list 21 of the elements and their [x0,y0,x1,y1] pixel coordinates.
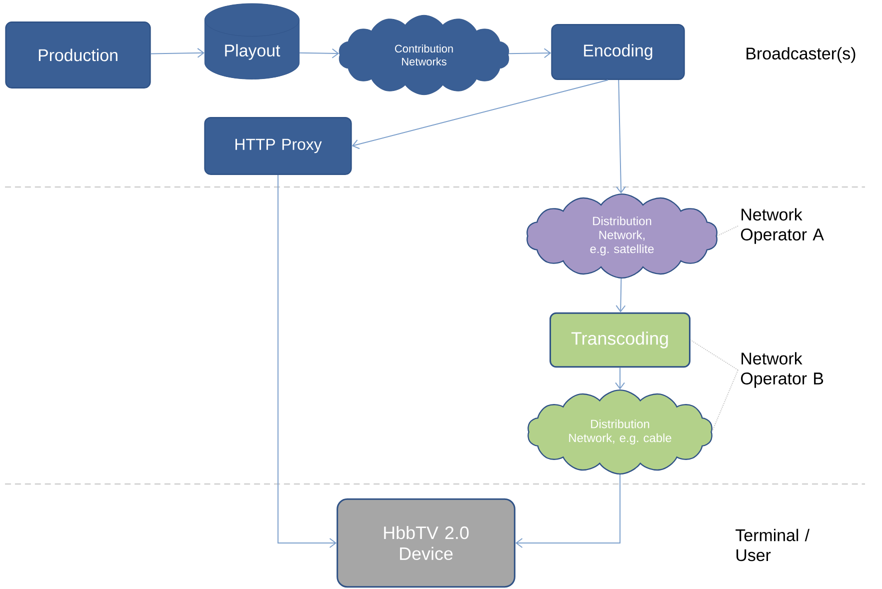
rounded-box: HTTP Proxy [204,117,352,175]
rounded-box: Encoding [551,24,685,80]
section-label: Broadcaster(s) [746,47,856,63]
rounded-box: Transcoding [550,312,690,368]
rounded-box: HbbTV 2.0 Device [336,498,516,588]
arrow [278,174,337,548]
arrow [515,474,620,548]
operator-label: Network Operator B [741,352,824,388]
leader-line [716,226,739,236]
leader-line [690,340,739,370]
arrow [150,48,204,58]
operator-label: Network Operator A [741,208,824,244]
arrow [616,80,626,194]
arrow [508,48,552,58]
arrow [299,48,340,58]
section-label: Terminal / User [736,528,810,562]
arrow [615,367,625,390]
arrow [616,278,626,312]
arrow [352,80,608,150]
rounded-box: Production [5,22,151,88]
leader-line [711,370,739,432]
